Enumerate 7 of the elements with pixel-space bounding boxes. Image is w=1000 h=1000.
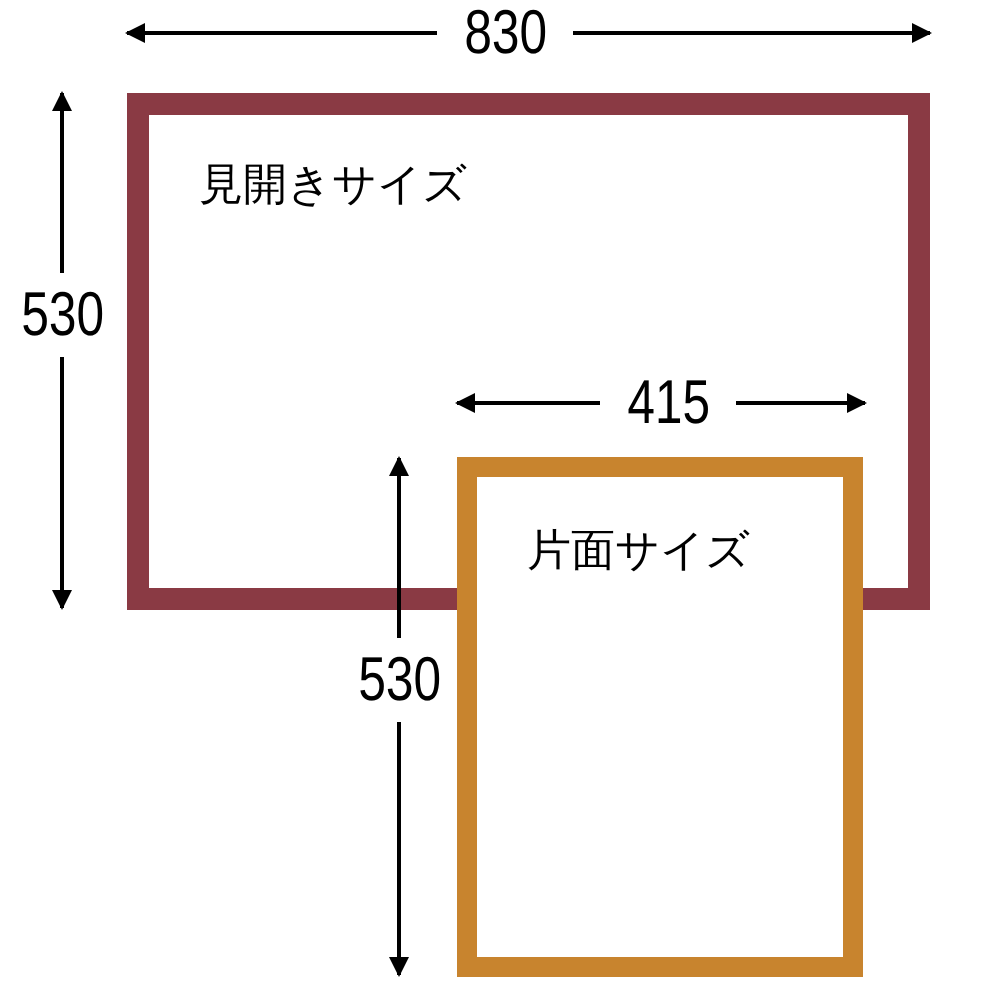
dimension-label: 830 (464, 2, 547, 64)
frame-label: 見開きサイズ (199, 159, 467, 211)
dimension-label: 530 (358, 649, 441, 711)
dimension-label: 530 (20, 284, 104, 346)
dimension-label: 415 (626, 372, 710, 434)
frame-label: 片面サイズ (527, 525, 750, 577)
picture-frame (457, 457, 863, 977)
